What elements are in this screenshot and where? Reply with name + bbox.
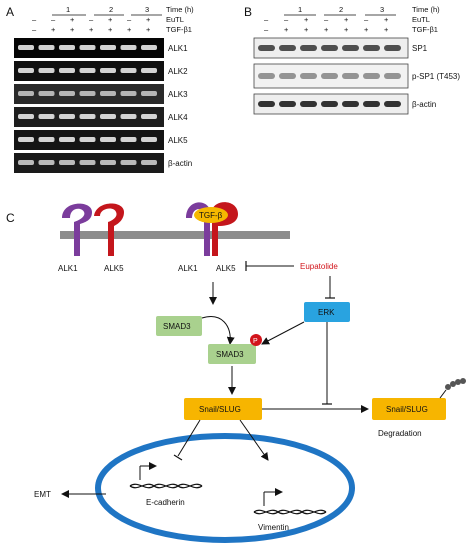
alk1-left-receptor [62, 203, 92, 256]
ubiquitin-chain [439, 378, 466, 399]
panel-b-eutl-sign-0: – [264, 15, 269, 24]
panel-b-eutl-signs: – – + – + – + [264, 15, 389, 24]
tgfb-ligand [194, 207, 228, 223]
alk1-right-label: ALK1 [178, 264, 198, 273]
panel-a-eutl-sign-4: + [108, 15, 113, 24]
panel-b-time-label: Time (h) [412, 5, 440, 14]
panel-a-tgf-label: TGF-β1 [166, 25, 192, 34]
panel-b-tgf-sign-1: + [284, 25, 289, 34]
vimentin-label: Vimentin [258, 523, 289, 532]
panel-b-tgf-sign-6: + [384, 25, 389, 34]
panel-b-eutl-label: EuTL [412, 15, 430, 24]
phospho-badge [250, 334, 262, 346]
alk1-left-label: ALK1 [58, 264, 78, 273]
snail-slug-right-box [372, 398, 446, 420]
panel-a-group-2: 2 [109, 5, 113, 14]
smad3-top-box [156, 316, 202, 336]
panel-a-eutl-label: EuTL [166, 15, 184, 24]
panel-a-blot-label-0: ALK1 [168, 44, 188, 53]
nucleus [95, 433, 355, 543]
panel-a: A 1 2 3 Time (h) ––+–+–+ –++++++ EuTL TG… [6, 5, 194, 173]
panel-a-tgf-signs: – + + + + + + [32, 25, 151, 34]
eupatolide-label: Eupatolide [300, 262, 338, 271]
phospho-label: P [253, 338, 258, 345]
panel-a-tgf-sign-3: + [89, 25, 94, 34]
smad3-top-label: SMAD3 [163, 322, 191, 331]
panel-a-eutl-sign-3: – [89, 15, 94, 24]
panel-b-eutl-sign-3: – [324, 15, 329, 24]
tgfb-label: TGF-β [199, 211, 223, 220]
snail-slug-center-label: Snail/SLUG [199, 405, 241, 414]
panel-a-group-1: 1 [66, 5, 70, 14]
panel-a-eutl-sign-0: – [32, 15, 37, 24]
panel-b-blot-label-2: β-actin [412, 100, 436, 109]
panel-a-blot-label-3: ALK4 [168, 113, 188, 122]
panel-a-group-3: 3 [145, 5, 149, 14]
snail-slug-right-label: Snail/SLUG [386, 405, 428, 414]
panel-a-blot-label-4: ALK5 [168, 136, 188, 145]
degradation-label: Degradation [378, 429, 422, 438]
smad3-bottom-box [208, 344, 256, 364]
vimentin-gene [253, 488, 327, 515]
panel-b-eutl-sign-1: – [284, 15, 289, 24]
panel-b-tgf-sign-3: + [324, 25, 329, 34]
panel-a-eutl-signs: – – + – + – + [32, 15, 151, 24]
panel-b-tgf-sign-2: + [304, 25, 309, 34]
panel-a-blot-label-5: β-actin [168, 159, 192, 168]
panel-b-tgf-sign-5: + [364, 25, 369, 34]
panel-b-blot-label-1: p-SP1 (T453) [412, 72, 460, 81]
erk-box [304, 302, 350, 322]
panel-b-eutl-sign-5: – [364, 15, 369, 24]
smad3-bottom-label: SMAD3 [216, 350, 244, 359]
panel-a-tgf-sign-0: – [32, 25, 37, 34]
panel-a-label: A [6, 5, 14, 19]
panel-a-tgf-sign-4: + [108, 25, 113, 34]
panel-b-tgf-sign-0: – [264, 25, 269, 34]
panel-b-label: B [244, 5, 252, 19]
panel-a-blot-label-1: ALK2 [168, 67, 188, 76]
panel-a-tgf-sign-6: + [146, 25, 151, 34]
panel-b-blot-label-0: SP1 [412, 44, 428, 53]
panel-b-tgf-label: TGF-β1 [412, 25, 438, 34]
alk5-right-label: ALK5 [216, 264, 236, 273]
alk5-left-receptor [94, 203, 124, 256]
panel-b-tgf-signs: – + + + + + + [264, 25, 389, 34]
panel-c: C ALK1 ALK5 TGF-β ALK1 ALK5 Eupatolide [6, 202, 466, 543]
panel-a-tgf-sign-2: + [70, 25, 75, 34]
ecadherin-gene [129, 462, 203, 489]
panel-b-group-3: 3 [380, 5, 384, 14]
panel-a-tgf-sign-1: + [51, 25, 56, 34]
panel-a-eutl-sign-2: + [70, 15, 75, 24]
panel-b-group-2: 2 [339, 5, 343, 14]
panel-b-eutl-sign-2: + [304, 15, 309, 24]
cell-membrane [60, 231, 290, 239]
panel-a-blot-label-2: ALK3 [168, 90, 188, 99]
panel-b: B 1 2 3 Time (h) ––+–+–+ –++++++ EuTL TG… [244, 5, 460, 115]
panel-b-tgf-sign-4: + [344, 25, 349, 34]
erk-label: ERK [318, 308, 335, 317]
ecadherin-label: E-cadherin [146, 498, 185, 507]
panel-a-eutl-sign-5: – [127, 15, 132, 24]
panel-a-time-label: Time (h) [166, 5, 194, 14]
panel-a-tgf-sign-5: + [127, 25, 132, 34]
panel-b-eutl-sign-4: + [344, 15, 349, 24]
alk5-left-label: ALK5 [104, 264, 124, 273]
panel-b-eutl-sign-6: + [384, 15, 389, 24]
panel-c-label: C [6, 211, 15, 225]
panel-b-group-1: 1 [298, 5, 302, 14]
panel-a-eutl-sign-6: + [146, 15, 151, 24]
emt-label: EMT [34, 490, 51, 499]
panel-a-eutl-sign-1: – [51, 15, 56, 24]
snail-slug-center-box [184, 398, 262, 420]
